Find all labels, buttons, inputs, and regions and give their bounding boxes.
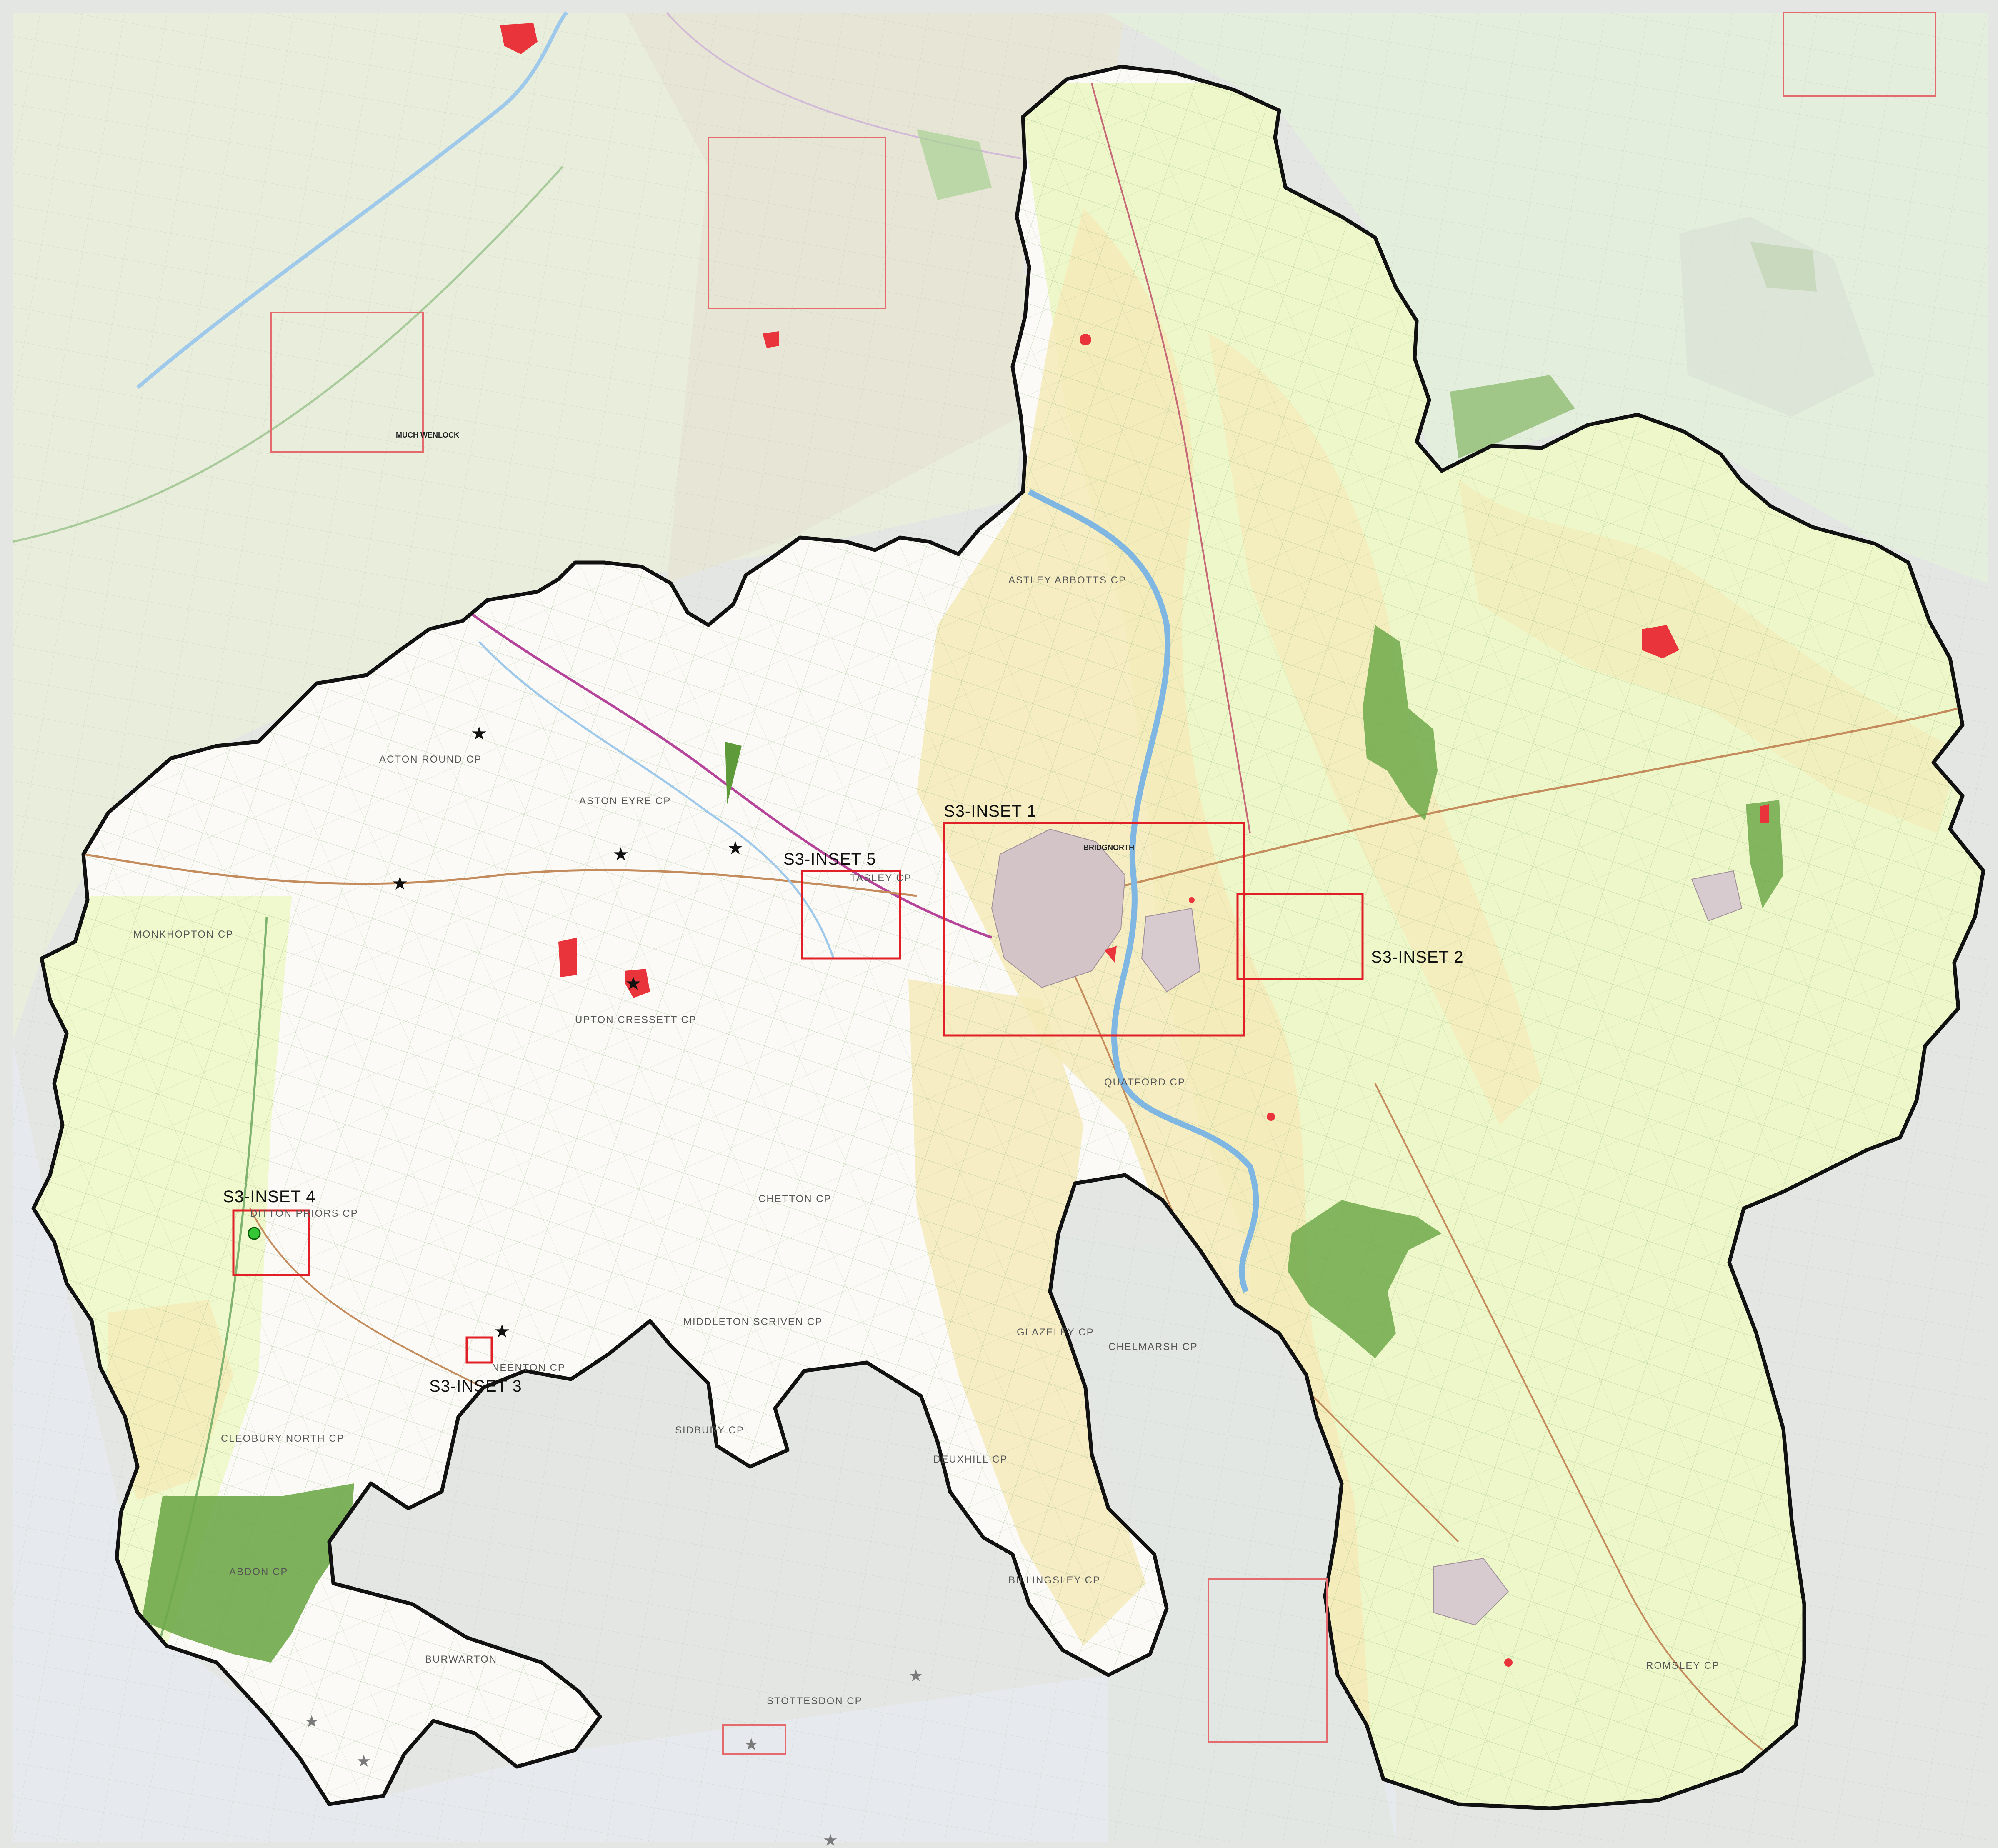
- parish-label-quatford: QUATFORD CP: [1104, 1077, 1185, 1088]
- stream-west: [478, 641, 835, 959]
- parish-label-chelmarsh: CHELMARSH CP: [1108, 1341, 1198, 1353]
- star-icon: ★: [304, 1713, 319, 1731]
- inset-box-south[interactable]: [1208, 1578, 1328, 1743]
- river-severn: [1028, 489, 1259, 1293]
- woodland-east-2: [1746, 800, 1783, 908]
- site-north-3: [1080, 334, 1091, 345]
- inset-box-5[interactable]: [801, 870, 901, 960]
- parish-label-monkhopton: MONKHOPTON CP: [133, 929, 233, 940]
- parish-label-astley-abbotts: ASTLEY ABBOTTS CP: [1008, 575, 1126, 586]
- inset-box-1[interactable]: [943, 822, 1245, 1037]
- woodland-outside-ne-2: [1450, 375, 1575, 458]
- parish-label-neenton: NEENTON CP: [492, 1362, 565, 1373]
- parish-label-cleobury-north: CLEOBURY NORTH CP: [221, 1433, 345, 1444]
- inset-label-3: S3-INSET 3: [429, 1377, 522, 1395]
- parish-label-glazeley: GLAZELEY CP: [1017, 1327, 1094, 1338]
- parish-label-sidbury: SIDBURY CP: [675, 1425, 744, 1436]
- woodland-outside-north: [917, 129, 992, 200]
- road-east: [1083, 707, 1959, 897]
- site-north-outside: [500, 23, 538, 54]
- star-icon: ★: [823, 1831, 838, 1848]
- parish-label-billingsley: BILLINGSLEY CP: [1008, 1575, 1100, 1586]
- star-markers: ★ ★ ★ ★ ★ ★: [392, 723, 743, 1342]
- green-wedge-feature: [725, 742, 742, 804]
- star-icon: ★: [471, 723, 487, 744]
- parish-label-romsley: ROMSLEY CP: [1646, 1660, 1720, 1671]
- site-north-2: [763, 331, 779, 348]
- inset-box-south-small[interactable]: [722, 1724, 786, 1755]
- star-icon: ★: [908, 1667, 923, 1685]
- star-icon: ★: [356, 1752, 371, 1770]
- parish-label-burwarton: BURWARTON: [425, 1654, 497, 1665]
- bridgnorth-east-urban: [1141, 908, 1201, 993]
- parish-label-middleton-scriven: MIDDLETON SCRIVEN CP: [683, 1316, 823, 1328]
- site-southeast: [1504, 1658, 1513, 1667]
- parish-label-acton-round: ACTON ROUND CP: [379, 754, 482, 765]
- town-label-much-wenlock: MUCH WENLOCK: [396, 431, 459, 439]
- star-icon: ★: [613, 844, 629, 865]
- woodland-east-1: [1363, 625, 1438, 821]
- road-east-west: [83, 853, 917, 897]
- inset-box-3[interactable]: [465, 1336, 493, 1364]
- parish-label-upton-cressett: UPTON CRESSETT CP: [575, 1014, 697, 1025]
- inset-box-2[interactable]: [1236, 893, 1364, 980]
- parish-label-abdon: ABDON CP: [229, 1566, 288, 1578]
- site-east-1: [1642, 625, 1679, 658]
- grey-area-outside-ne: [1679, 217, 1875, 417]
- village-urban-southeast: [1433, 1558, 1509, 1626]
- parish-label-tasley: TASLEY CP: [850, 873, 912, 884]
- woodland-southeast: [1288, 1200, 1442, 1358]
- green-circle-icon: [248, 1227, 261, 1240]
- star-icon: ★: [727, 838, 743, 858]
- town-label-bridgnorth: BRIDGNORTH: [1083, 843, 1134, 852]
- site-east-2: [1760, 804, 1769, 823]
- parish-label-chetton: CHETTON CP: [758, 1193, 832, 1205]
- river-severn-north: [136, 11, 568, 389]
- star-icon: ★: [744, 1735, 759, 1754]
- inset-box-much-wenlock[interactable]: [270, 312, 424, 453]
- road-north: [1091, 83, 1251, 834]
- star-icon: ★: [494, 1321, 510, 1342]
- site-upton-1: [558, 938, 577, 977]
- woodland-southwest: [142, 1483, 354, 1663]
- inset-label-4: S3-INSET 4: [223, 1188, 316, 1206]
- inset-label-2: S3-INSET 2: [1371, 948, 1464, 966]
- site-upton-2: [625, 969, 650, 998]
- parish-label-deuxhill: DEUXHILL CP: [933, 1454, 1008, 1465]
- star-icon: ★: [625, 973, 641, 994]
- parish-label-stottesdon: STOTTESDON CP: [767, 1695, 863, 1707]
- parish-label-aston-eyre: ASTON EYRE CP: [579, 795, 671, 807]
- inset-label-5: S3-INSET 5: [783, 850, 876, 868]
- site-east-small: [1189, 897, 1195, 903]
- star-markers-outside: ★ ★ ★ ★ ★: [304, 1667, 923, 1848]
- green-route-line: [12, 166, 563, 543]
- inset-box-north[interactable]: [708, 137, 886, 309]
- inset-box-4[interactable]: [232, 1209, 310, 1276]
- site-bridgnorth: [1104, 946, 1117, 963]
- star-icon: ★: [392, 873, 408, 894]
- village-urban-east: [1691, 870, 1743, 922]
- inset-label-1: S3-INSET 1: [944, 802, 1037, 820]
- inset-box-northeast[interactable]: [1783, 12, 1936, 97]
- road-southeast-long: [1374, 1083, 1793, 1772]
- parish-label-ditton-priors: DITTON PRIORS CP: [250, 1208, 358, 1219]
- site-south-river: [1267, 1113, 1275, 1121]
